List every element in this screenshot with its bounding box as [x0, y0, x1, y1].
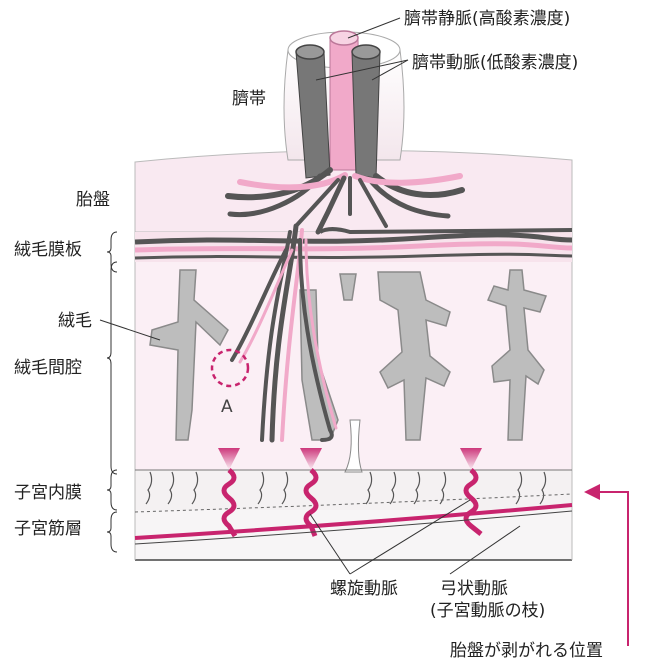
- endometrium-layer: [135, 470, 572, 512]
- label-myometrium: 子宮筋層: [14, 519, 82, 539]
- label-spiral-artery: 螺旋動脈: [330, 579, 398, 599]
- chorionic-plate: [135, 229, 572, 262]
- marker-a-label: A: [221, 397, 233, 417]
- label-placenta: 胎盤: [76, 190, 110, 210]
- brackets: [107, 232, 117, 552]
- label-umbilical-artery: 臍帯動脈(低酸素濃度): [412, 53, 578, 73]
- label-endometrium: 子宮内膜: [14, 483, 82, 503]
- detachment-arrow: [584, 484, 628, 646]
- label-chorionic-plate: 絨毛膜板: [14, 240, 82, 260]
- label-villus: 絨毛: [58, 311, 92, 331]
- label-umbilical-vein: 臍帯静脈(高酸素濃度): [404, 9, 570, 29]
- label-intervillous-space: 絨毛間腔: [14, 358, 82, 378]
- umbilical-vein-lumen: [330, 31, 358, 45]
- label-arcuate-artery-1: 弓状動脈: [440, 579, 508, 599]
- label-umbilical-cord: 臍帯: [232, 89, 266, 109]
- label-arcuate-artery-2: (子宮動脈の枝): [430, 601, 545, 621]
- label-detachment-position: 胎盤が剥がれる位置: [450, 641, 603, 661]
